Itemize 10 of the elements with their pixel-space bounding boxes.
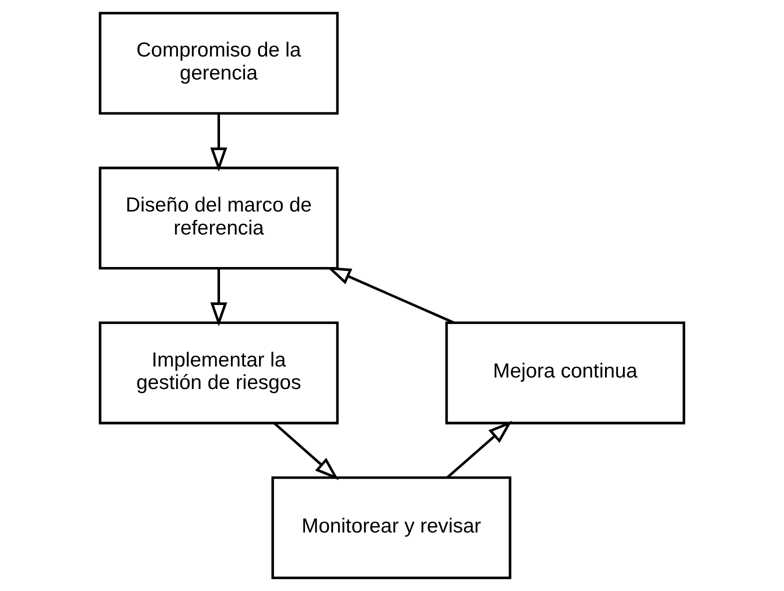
- node-box: Monitorear y revisar: [271, 476, 512, 580]
- arrow: [210, 268, 228, 327]
- node-box: Diseño del marco de referencia: [98, 166, 339, 270]
- node-box: Compromiso de la gerencia: [98, 12, 339, 115]
- arrow: [273, 422, 339, 480]
- node-box: Implementar la gestión de riesgos: [98, 322, 339, 424]
- arrow: [326, 266, 454, 324]
- node-box: Mejora continua: [445, 322, 686, 424]
- arrow: [446, 420, 512, 479]
- arrow: [210, 114, 228, 172]
